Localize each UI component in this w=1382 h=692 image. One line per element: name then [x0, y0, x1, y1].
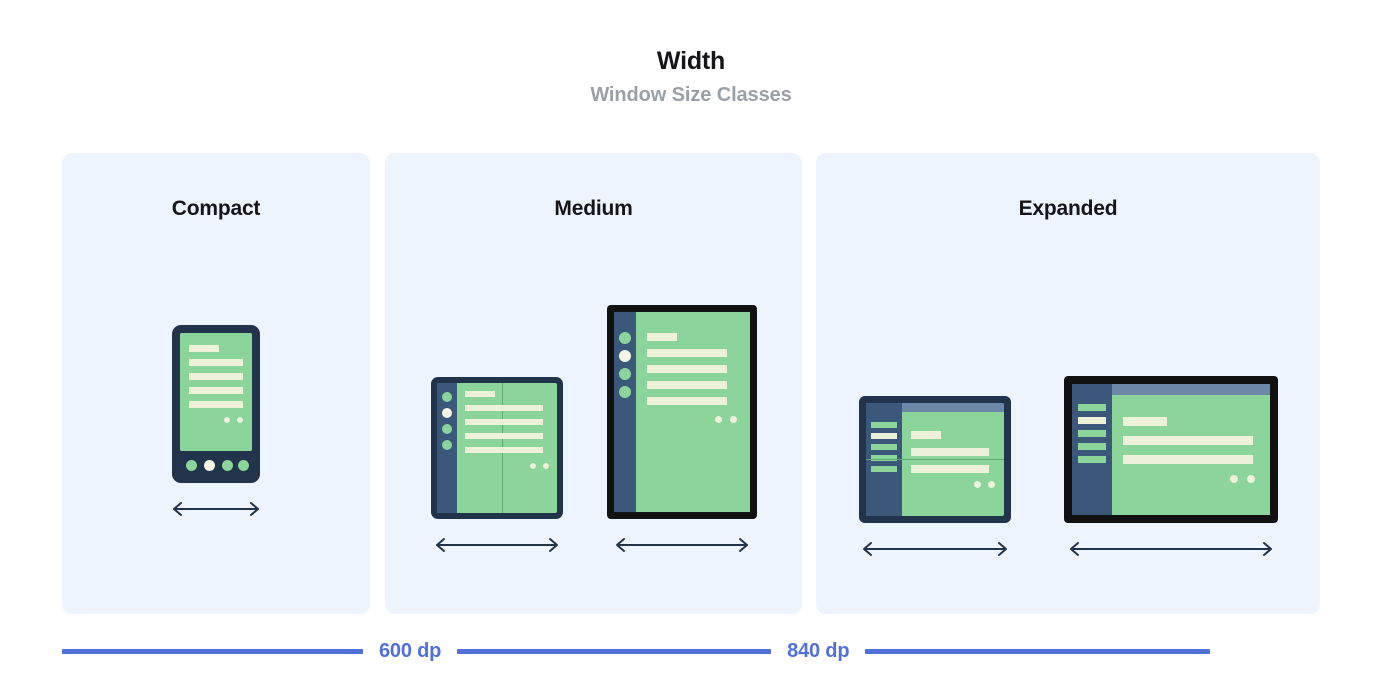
content-bar: [911, 448, 989, 456]
device-slot-phone: [168, 325, 264, 517]
content-dot: [974, 481, 981, 488]
phone-screen: [180, 333, 252, 451]
breakpoint-label-600: 600 dp: [379, 639, 442, 662]
app-top-bar: [1112, 384, 1270, 395]
sidebar-item: [871, 422, 897, 428]
device-foldable-landscape: [859, 396, 1011, 523]
nav-dot: [222, 460, 233, 471]
content-bar: [464, 405, 543, 411]
content-bar: [464, 433, 543, 439]
nav-dot: [238, 460, 249, 471]
content-bar: [911, 431, 941, 439]
app-top-bar: [902, 403, 1004, 412]
sidebar-item: [1078, 430, 1106, 437]
device-phone-portrait: [172, 325, 260, 483]
content-dot: [529, 463, 536, 469]
content-bar: [189, 359, 243, 366]
rail-dot: [618, 332, 631, 344]
content-bar: [646, 333, 677, 341]
device-slot-tablet-portrait: [606, 305, 757, 553]
content-dot: [542, 463, 549, 469]
device-slot-foldable-portrait: [430, 377, 563, 553]
page-title: Width: [656, 47, 726, 75]
sidebar-item-active: [1078, 417, 1106, 424]
device-tablet-landscape: [1064, 376, 1278, 523]
rail-dot: [441, 440, 452, 450]
content-bar: [646, 365, 727, 373]
tablet-landscape-screen: [1072, 384, 1270, 515]
scale-line-segment: [62, 648, 363, 654]
content-dot: [224, 417, 230, 423]
foldable-screen: [436, 383, 557, 513]
content-bar: [646, 397, 727, 405]
sidebar-item: [871, 455, 897, 461]
content-bar: [646, 381, 727, 389]
scale-line-segment: [457, 648, 772, 654]
sidebar-item: [1078, 456, 1106, 463]
width-arrow-foldable-portrait: [431, 537, 563, 553]
tablet-screen: [613, 312, 750, 512]
content-bar: [911, 465, 989, 473]
device-foldable-portrait: [430, 377, 563, 519]
content-dot: [237, 417, 243, 423]
device-tablet-portrait: [606, 305, 757, 519]
panel-medium: Medium: [385, 153, 802, 614]
content-bar: [189, 373, 243, 380]
content-bar: [1123, 436, 1253, 445]
content-bar: [189, 401, 243, 408]
panel-compact: Compact: [62, 153, 370, 614]
rail-dot: [618, 386, 631, 398]
nav-dot: [186, 460, 197, 471]
rail-dot-active: [441, 408, 452, 418]
page-subtitle: Window Size Classes: [590, 84, 792, 106]
rail-dot: [618, 368, 631, 380]
content-dot: [1230, 475, 1238, 483]
size-class-panels: Compact: [62, 153, 1320, 614]
breakpoint-scale: 600 dp 840 dp: [62, 636, 1320, 666]
device-slot-foldable-landscape: [858, 396, 1012, 557]
sidebar-item-active: [871, 433, 897, 439]
rail-dot: [441, 392, 452, 402]
nav-dot-active: [204, 460, 215, 471]
foldable-landscape-screen: [866, 403, 1004, 516]
content-dot: [988, 481, 995, 488]
content-dot: [729, 416, 737, 423]
scale-line-segment: [865, 648, 1211, 654]
content-dot: [1247, 475, 1255, 483]
content-bar: [464, 419, 543, 425]
content-bar: [189, 387, 243, 394]
content-bar: [1123, 417, 1167, 426]
sidebar-item: [871, 444, 897, 450]
content-dot: [714, 416, 722, 423]
content-bar: [1123, 455, 1253, 464]
content-bar: [646, 349, 727, 357]
sidebar-item: [1078, 404, 1106, 411]
panel-label-expanded: Expanded: [1018, 197, 1118, 220]
width-arrow-phone: [168, 501, 264, 517]
sidebar-item: [1078, 443, 1106, 450]
fold-line: [866, 459, 1004, 460]
width-arrow-foldable-landscape: [858, 541, 1012, 557]
panel-expanded: Expanded: [816, 153, 1320, 614]
sidebar-item: [871, 466, 897, 472]
panel-label-medium: Medium: [554, 197, 633, 220]
content-bar: [464, 391, 495, 397]
width-arrow-tablet-landscape: [1065, 541, 1277, 557]
width-arrow-tablet-portrait: [611, 537, 753, 553]
navigation-rail: [613, 312, 636, 512]
header: Width Window Size Classes: [0, 46, 1382, 108]
breakpoint-label-840: 840 dp: [787, 639, 850, 662]
device-slot-tablet-landscape: [1064, 376, 1278, 557]
rail-dot-active: [618, 350, 631, 362]
panel-label-compact: Compact: [171, 197, 261, 220]
content-bar: [189, 345, 219, 352]
content-bar: [464, 447, 543, 453]
rail-dot: [441, 424, 452, 434]
